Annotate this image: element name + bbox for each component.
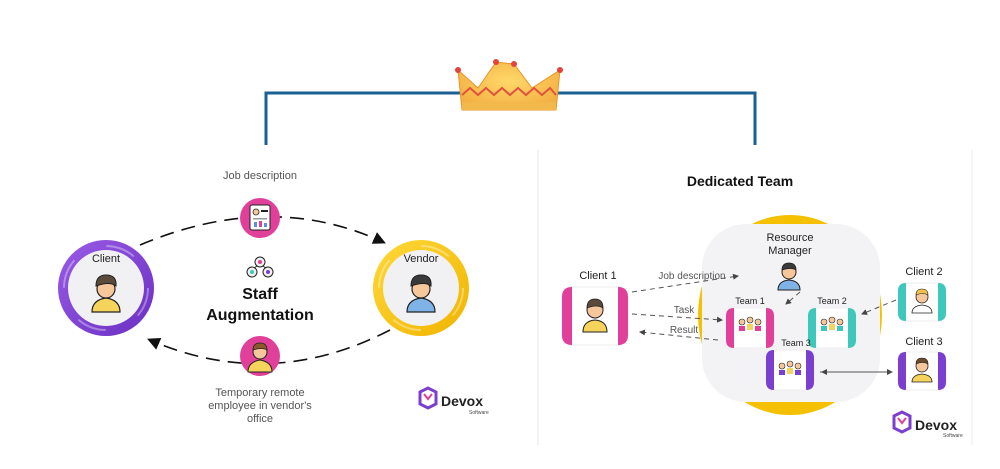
temporary-employee-caption: Temporary remote employee in vendor's of…: [208, 387, 312, 426]
staff-aug-cycle-arrows: [139, 215, 391, 365]
result-edge-label: Result: [669, 325, 699, 336]
team-network-icon: [246, 256, 274, 278]
client1-node: [561, 286, 629, 346]
devox-logo-left-text: Devox: [441, 393, 484, 409]
devox-logo-right-icon: [892, 410, 912, 434]
devox-logo-left-sub: Software: [469, 410, 489, 416]
team3-node: [765, 349, 815, 391]
vendor-avatar-icon: [406, 274, 436, 313]
staff-augmentation-title: Staff Augmentation: [206, 286, 314, 324]
dedicated-team-title: Dedicated Team: [686, 173, 794, 189]
job-description-caption: Job description: [223, 170, 297, 182]
client2-node: [897, 282, 947, 322]
team2-label: Team 2: [817, 296, 847, 306]
team1-node: [725, 307, 775, 349]
devox-logo-right-sub: Software: [943, 433, 963, 439]
client3-label: Client 3: [905, 336, 943, 348]
vendor-label: Vendor: [403, 253, 439, 265]
dedicated-team-arrows: [631, 273, 897, 375]
client3-node: [897, 351, 947, 391]
resource-manager-label: Resource Manager: [766, 232, 814, 258]
task-edge-label: Task: [673, 305, 695, 316]
team1-label: Team 1: [735, 296, 765, 306]
team3-label: Team 3: [781, 338, 811, 348]
client-label: Client: [91, 253, 121, 265]
temporary-employee-badge: [240, 336, 280, 376]
client1-label: Client 1: [579, 270, 617, 282]
devox-logo-left-icon: [418, 386, 438, 410]
devox-logo-right-text: Devox: [915, 417, 958, 433]
client2-label: Client 2: [905, 266, 943, 278]
resource-manager-avatar-icon: [777, 262, 801, 291]
dedicated-team-backdrop: [698, 215, 882, 415]
job-description-edge-label: Job description: [658, 271, 726, 282]
client-avatar-icon: [91, 274, 121, 313]
crown-icon: [455, 59, 563, 111]
job-description-badge: [240, 198, 280, 238]
team2-node: [807, 307, 857, 349]
